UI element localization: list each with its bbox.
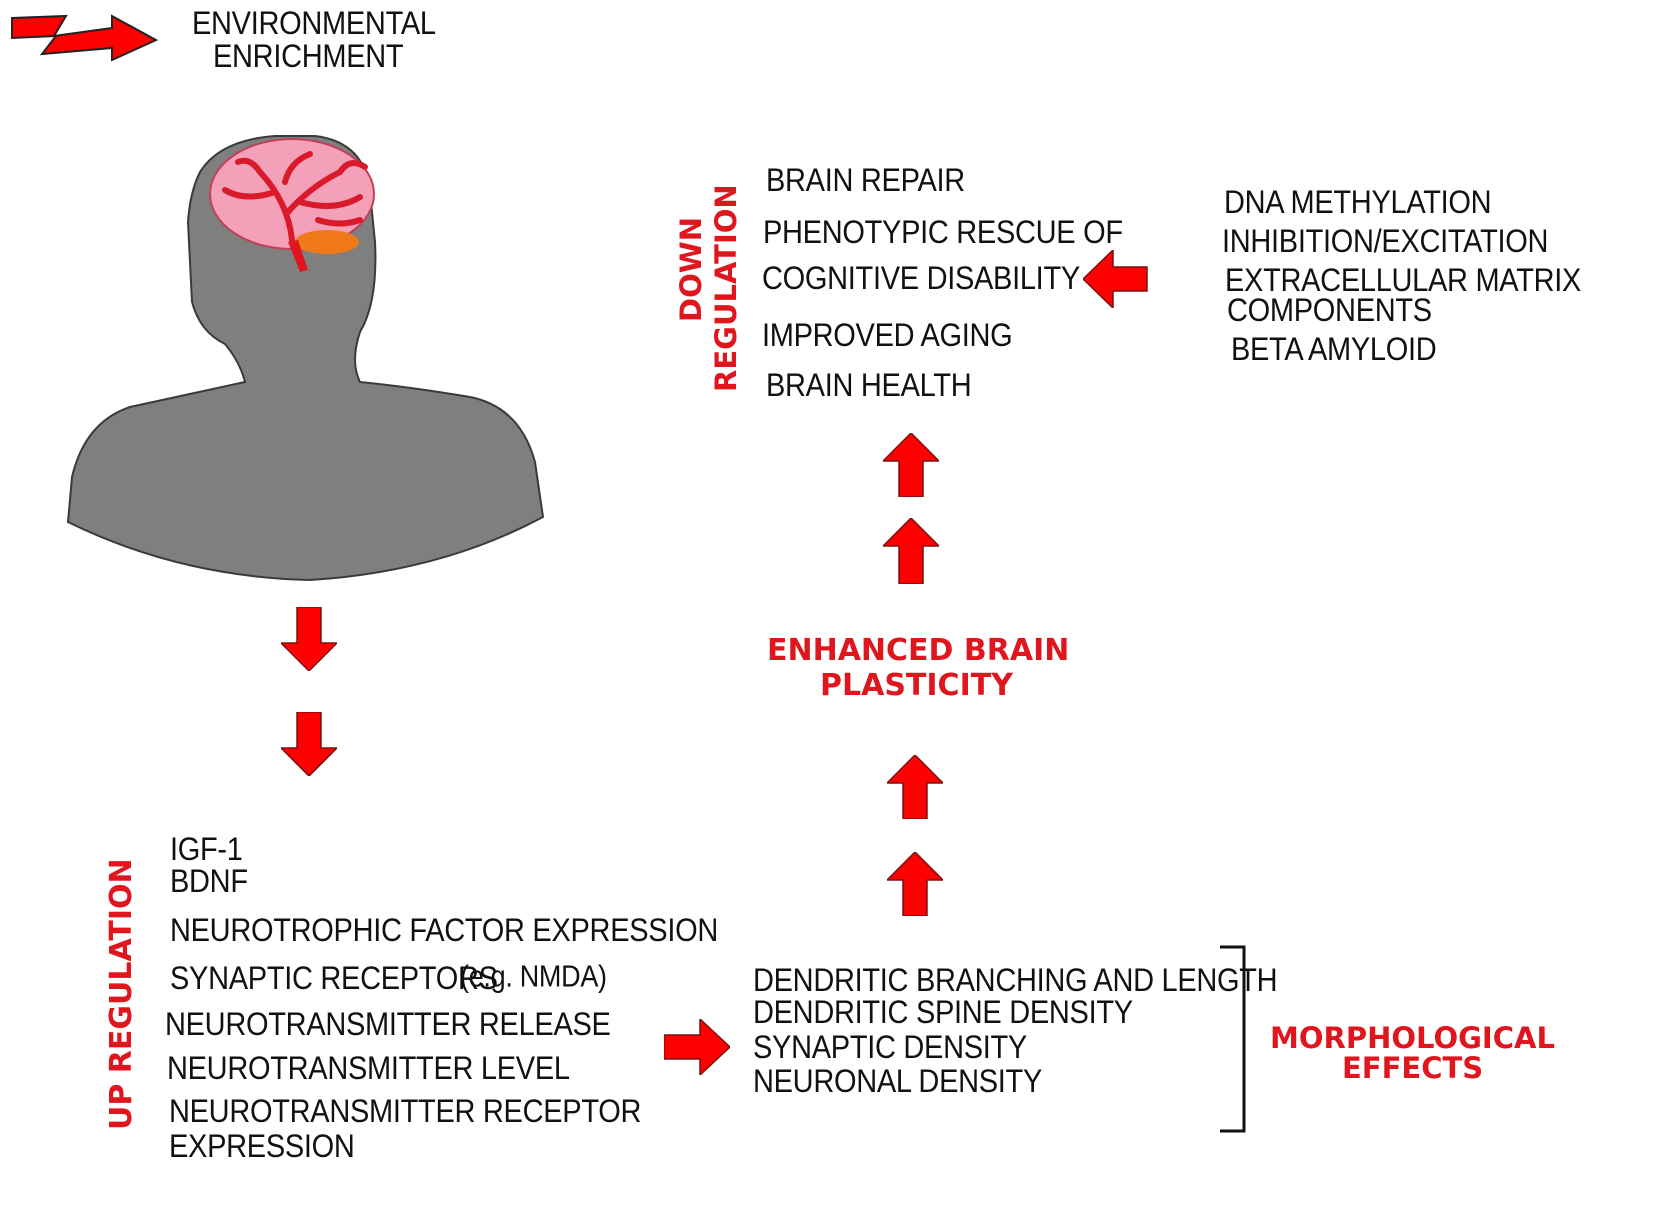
down-regulation-label-line1: DOWN — [674, 217, 708, 322]
downregulated-factor: BETA AMYLOID — [1231, 331, 1437, 368]
arrow-left-icon — [1083, 250, 1149, 308]
downregulated-factor: DNA METHYLATION — [1224, 184, 1492, 221]
plasticity-label-line1: ENHANCED BRAIN — [767, 633, 1070, 668]
upregulated-factor: NEUROTRANSMITTER RECEPTOR — [169, 1093, 642, 1130]
morphological-label-line2: EFFECTS — [1342, 1051, 1484, 1085]
lightning-arrow-icon — [8, 8, 158, 64]
upregulated-factor: NEUROTRANSMITTER LEVEL — [167, 1050, 570, 1087]
arrow-up-icon — [887, 755, 943, 819]
morphological-label-line1: MORPHOLOGICAL — [1270, 1021, 1555, 1055]
arrow-down-icon — [281, 607, 337, 671]
upregulated-factor: EXPRESSION — [169, 1128, 355, 1165]
upregulated-factor-example: (e.g. NMDA) — [460, 959, 607, 994]
arrow-down-icon — [281, 712, 337, 776]
legend-label-line1: ENVIRONMENTAL — [192, 5, 436, 42]
legend-label-line2: ENRICHMENT — [213, 38, 404, 75]
outcome-item: BRAIN HEALTH — [766, 367, 972, 404]
plasticity-label-line2: PLASTICITY — [820, 668, 1013, 703]
bracket — [1218, 945, 1248, 1138]
upregulated-factor: IGF-1 — [170, 831, 243, 868]
outcome-item: PHENOTYPIC RESCUE OF — [763, 214, 1123, 251]
morphological-item: NEURONAL DENSITY — [753, 1063, 1043, 1100]
upregulated-factor: NEUROTROPHIC FACTOR EXPRESSION — [170, 912, 718, 949]
upregulated-factor: BDNF — [170, 863, 248, 900]
downregulated-factor: EXTRACELLULAR MATRIX — [1225, 262, 1582, 299]
human-head-figure — [60, 132, 550, 592]
up-regulation-label: UP REGULATION — [104, 858, 139, 1130]
morphological-item: DENDRITIC BRANCHING AND LENGTH — [753, 962, 1278, 999]
arrow-up-icon — [883, 433, 939, 497]
cerebellum — [295, 230, 359, 254]
outcome-item: COGNITIVE DISABILITY — [762, 260, 1080, 297]
arrow-up-icon — [887, 852, 943, 916]
arrow-up-icon — [883, 518, 939, 584]
morphological-item: SYNAPTIC DENSITY — [753, 1029, 1027, 1066]
morphological-item: DENDRITIC SPINE DENSITY — [753, 994, 1133, 1031]
arrow-right-icon — [664, 1019, 730, 1075]
downregulated-factor: INHIBITION/EXCITATION — [1222, 223, 1549, 260]
down-regulation-label-line2: REGULATION — [709, 184, 743, 392]
outcome-item: IMPROVED AGING — [762, 317, 1013, 354]
upregulated-factor: SYNAPTIC RECEPTORS — [170, 960, 498, 997]
downregulated-factor: COMPONENTS — [1227, 292, 1432, 329]
silhouette — [66, 135, 545, 582]
outcome-item: BRAIN REPAIR — [766, 162, 965, 199]
upregulated-factor: NEUROTRANSMITTER RELEASE — [165, 1006, 611, 1043]
